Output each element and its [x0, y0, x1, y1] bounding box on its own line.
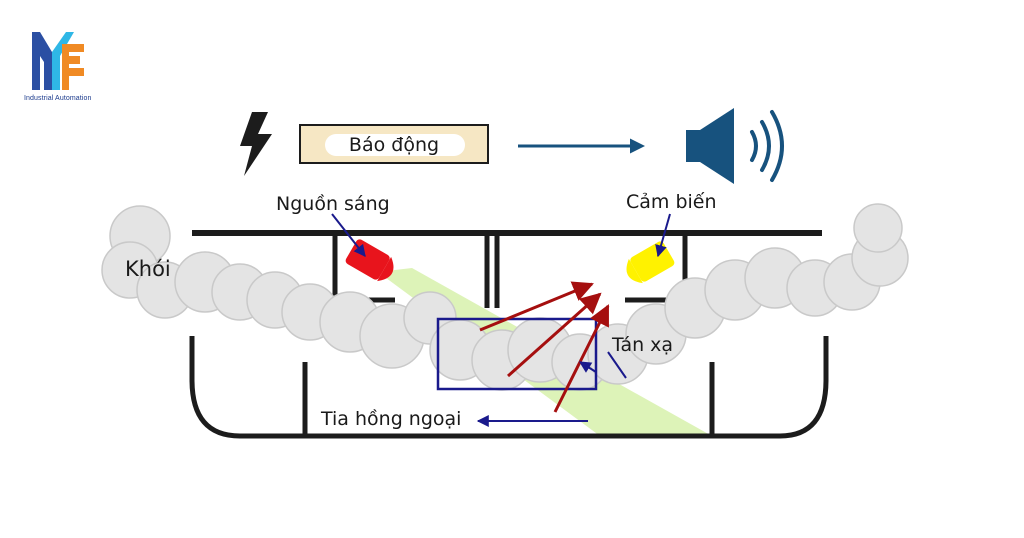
chamber-top-bar [192, 230, 822, 236]
sensor-pointer [655, 213, 671, 258]
sensor-label: Cảm biến [626, 191, 717, 213]
light-source-pointer [331, 213, 366, 257]
scatter-arrows [479, 281, 610, 413]
alarm-box: Báo động [299, 124, 489, 164]
center-divider [484, 236, 500, 308]
logo [32, 32, 84, 90]
alarm-pill [325, 134, 465, 156]
chamber-bottom-tray [189, 336, 829, 439]
sound-waves-icon [750, 110, 784, 182]
lightning-icon [240, 112, 272, 176]
scatter-pointer [607, 351, 627, 379]
scatter-label: Tán xạ [612, 334, 674, 356]
infrared-label: Tia hồng ngoại [321, 408, 462, 430]
scatter-pointer-head [578, 361, 597, 373]
speaker-icon [686, 108, 734, 184]
sensor-receiver [626, 241, 675, 284]
smoke-label: Khói [125, 257, 171, 281]
smoke-cloud [101, 203, 909, 391]
alarm-label: Báo động [348, 134, 440, 156]
logo-tagline: Industrial Automation [24, 95, 92, 102]
light-source-label: Nguồn sáng [276, 193, 390, 215]
scatter-region [436, 317, 598, 391]
